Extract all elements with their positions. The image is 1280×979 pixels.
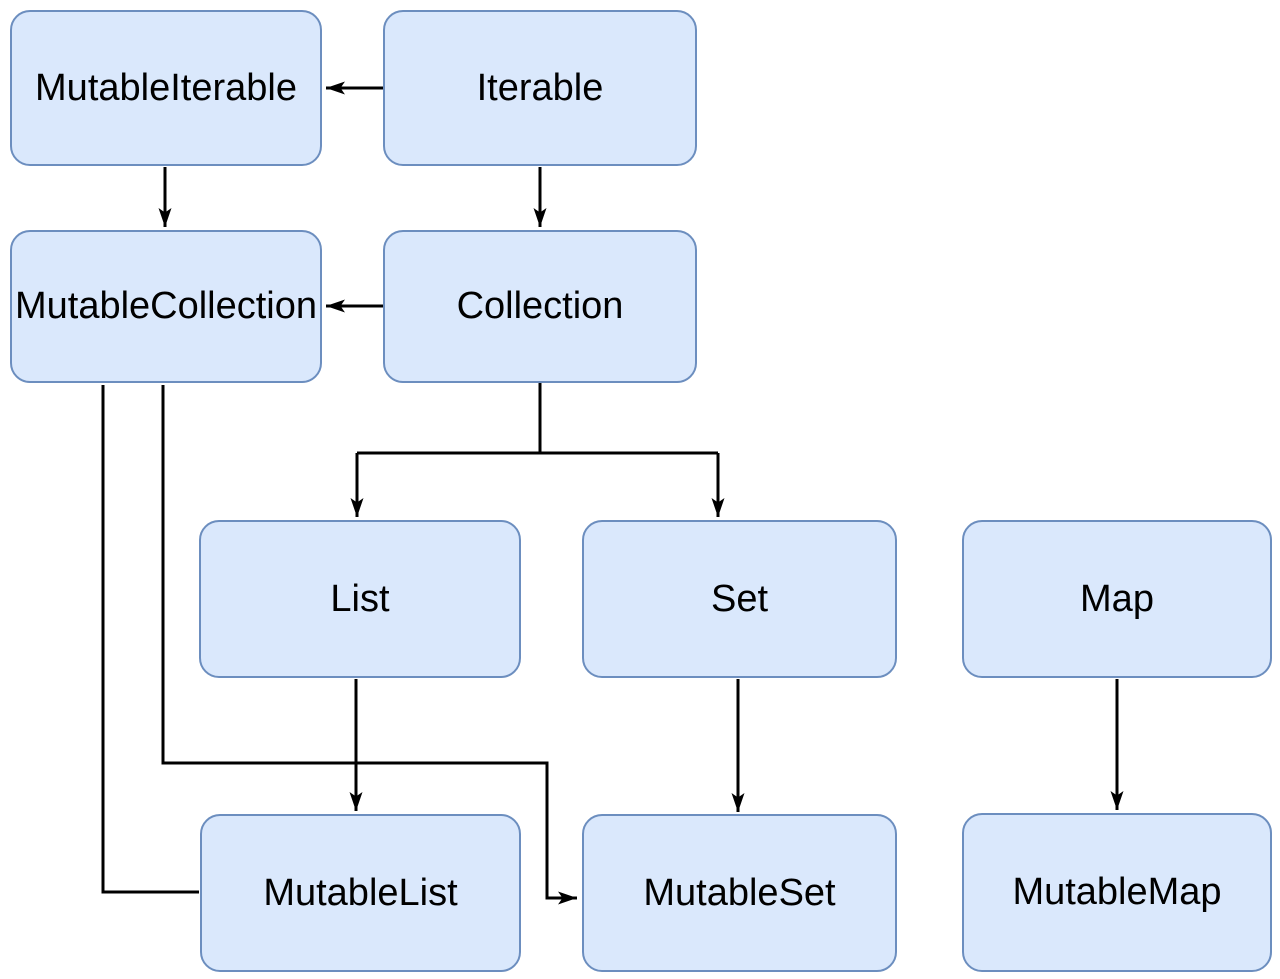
- node-iterable[interactable]: Iterable: [383, 10, 697, 166]
- node-mutable-iterable[interactable]: MutableIterable: [10, 10, 322, 166]
- node-label: MutableSet: [643, 871, 836, 914]
- node-list[interactable]: List: [199, 520, 521, 678]
- node-mutable-collection[interactable]: MutableCollection: [10, 230, 322, 383]
- node-label: List: [330, 577, 390, 620]
- node-mutable-map[interactable]: MutableMap: [962, 813, 1272, 972]
- node-label: Map: [1080, 577, 1154, 620]
- node-set[interactable]: Set: [582, 520, 897, 678]
- edge-collection-split-trunk: [357, 383, 718, 455]
- node-label: MutableIterable: [35, 66, 297, 109]
- node-label: Iterable: [476, 66, 604, 109]
- node-label: Collection: [456, 285, 624, 327]
- node-label: MutableCollection: [14, 285, 318, 327]
- node-label: MutableList: [263, 871, 458, 914]
- edge-mutablecollection-to-mutablelist: [101, 385, 199, 894]
- node-label: MutableMap: [1012, 871, 1222, 913]
- node-mutable-list[interactable]: MutableList: [200, 814, 521, 972]
- node-map[interactable]: Map: [962, 520, 1272, 678]
- node-mutable-set[interactable]: MutableSet: [582, 814, 897, 972]
- node-collection[interactable]: Collection: [383, 230, 697, 383]
- node-label: Set: [710, 577, 769, 620]
